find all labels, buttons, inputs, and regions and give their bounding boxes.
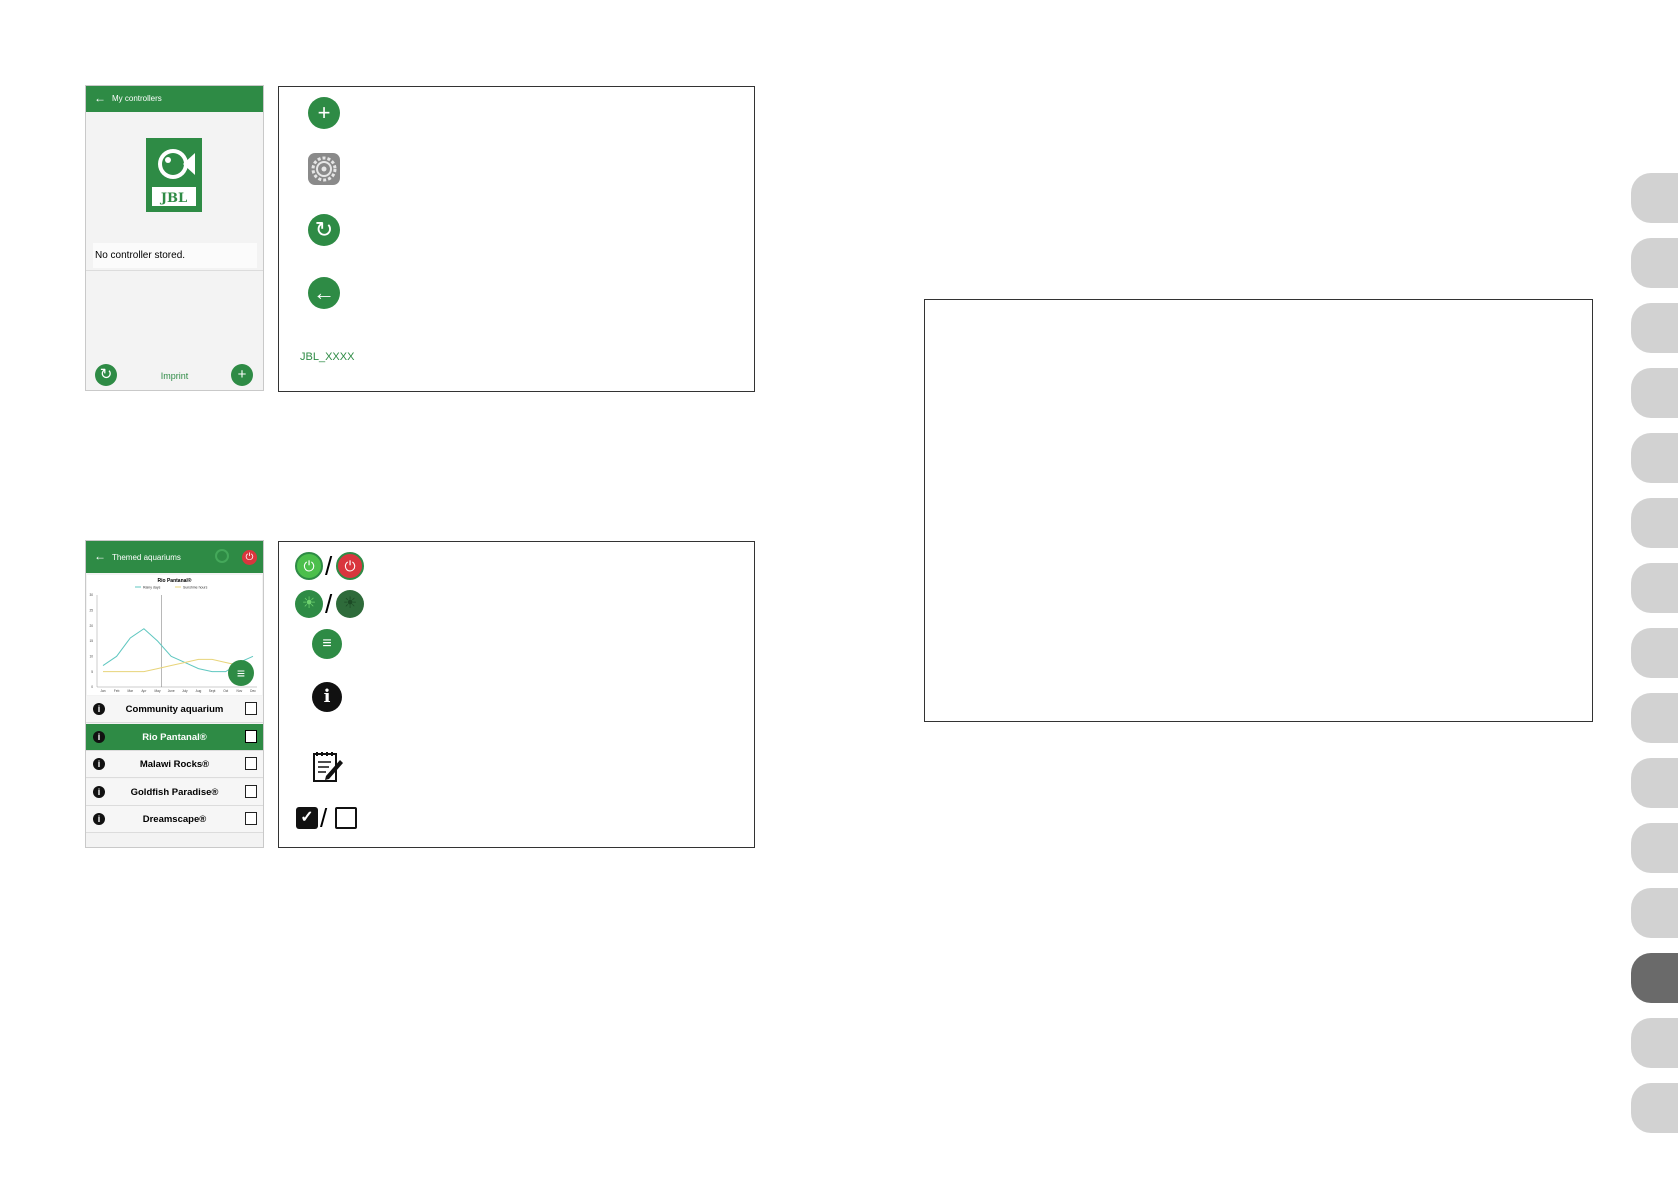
menu-button[interactable]: ≡: [228, 660, 254, 686]
side-tab[interactable]: [1631, 498, 1678, 548]
content-box: [924, 299, 1593, 722]
side-tab[interactable]: [1631, 823, 1678, 873]
info-icon[interactable]: i: [93, 703, 105, 715]
info-icon: i: [312, 682, 342, 712]
plus-icon: +: [308, 97, 340, 129]
jbl-logo: JBL: [146, 138, 202, 212]
app-bar: ← My controllers: [86, 86, 263, 112]
imprint-link[interactable]: Imprint: [160, 371, 189, 381]
list-item-label: Goldfish Paradise®: [130, 786, 219, 798]
my-controllers-screen: ← My controllers JBL No controller store…: [85, 85, 264, 391]
edit-icon[interactable]: [245, 729, 257, 743]
list-item[interactable]: i Rio Pantanal®: [86, 723, 263, 751]
side-tab[interactable]: [1631, 368, 1678, 418]
y-tick-label: 15: [89, 639, 93, 643]
edit-icon[interactable]: [245, 784, 257, 798]
side-tab[interactable]: [1631, 173, 1678, 223]
list-item[interactable]: i Malawi Rocks®: [86, 751, 263, 778]
side-tab[interactable]: [1631, 433, 1678, 483]
side-tab[interactable]: [1631, 693, 1678, 743]
list-item[interactable]: i Community aquarium: [86, 696, 263, 723]
y-tick-label: 0: [91, 685, 93, 689]
sun-on-icon: ☀: [295, 590, 323, 618]
x-tick-label: June: [168, 689, 175, 693]
empty-message: No controller stored.: [93, 243, 257, 268]
screen-title-2: Themed aquariums: [112, 553, 181, 562]
menu-icon: ≡: [312, 629, 342, 659]
list-item-label: Malawi Rocks®: [139, 759, 210, 770]
series-line: [103, 658, 254, 673]
power-on-icon: ⏻: [295, 552, 323, 580]
checkbox-unchecked-icon: [335, 807, 357, 829]
info-icon[interactable]: i: [93, 730, 105, 743]
y-tick-label: 25: [89, 609, 93, 613]
x-tick-label: Nov: [237, 689, 243, 693]
chart-title: Rio Pantanal®: [158, 577, 192, 584]
slash-separator-3: /: [320, 803, 328, 833]
side-tab[interactable]: [1631, 628, 1678, 678]
power-off-icon: ⏻: [336, 552, 364, 580]
settings-gear-icon: [308, 153, 340, 185]
add-controller-button[interactable]: +: [231, 364, 253, 386]
y-tick-label: 5: [91, 670, 93, 674]
info-icon[interactable]: i: [93, 785, 105, 798]
checkbox-checked-icon: ✓: [296, 807, 318, 829]
info-icon[interactable]: i: [93, 813, 105, 825]
list-item-label: Community aquarium: [125, 704, 224, 715]
list-item[interactable]: i Goldfish Paradise®: [86, 778, 263, 806]
sun-icon[interactable]: [215, 549, 229, 563]
y-tick-label: 20: [89, 624, 93, 628]
legend-label: Rainy days: [143, 586, 161, 590]
empty-message-text: No controller stored.: [95, 250, 186, 261]
divider: [86, 270, 263, 271]
side-tab[interactable]: [1631, 758, 1678, 808]
screen-title: My controllers: [112, 94, 162, 103]
y-tick-label: 30: [89, 593, 93, 597]
edit-icon[interactable]: [245, 757, 257, 770]
x-tick-label: May: [155, 689, 161, 693]
refresh-button[interactable]: ↻: [95, 364, 117, 386]
power-icon[interactable]: ⏻: [242, 550, 257, 565]
side-tab[interactable]: [1631, 563, 1678, 613]
list-item[interactable]: i Dreamscape®: [86, 806, 263, 833]
edit-icon[interactable]: [245, 702, 257, 715]
info-icon[interactable]: i: [93, 758, 105, 770]
sun-off-icon: ☀: [336, 590, 364, 618]
x-tick-label: July: [182, 689, 188, 693]
legend-box-2: ⏻ / ⏻ ☀ / ☀ ≡ i ✓ /: [278, 541, 755, 848]
device-name-label: JBL_XXXX: [300, 351, 355, 363]
refresh-icon: ↻: [308, 214, 340, 246]
list-item-label: Dreamscape®: [142, 814, 207, 825]
side-tab[interactable]: [1631, 1018, 1678, 1068]
legend-label: Sunshine hours: [183, 586, 208, 590]
side-tab[interactable]: [1631, 1083, 1678, 1133]
back-arrow-icon: ←: [308, 277, 340, 309]
side-tab[interactable]: [1631, 953, 1678, 1003]
legend-box-1: + ↻ ← JBL_XXXX: [278, 86, 755, 392]
x-tick-label: Jan: [100, 689, 105, 693]
x-tick-label: Apr: [141, 689, 147, 693]
slash-separator-2: /: [325, 589, 333, 619]
slash-separator: /: [325, 551, 333, 581]
x-tick-label: Oct: [223, 689, 228, 693]
app-bar-2: ← Themed aquariums ⏻: [86, 541, 263, 573]
side-tab[interactable]: [1631, 888, 1678, 938]
y-tick-label: 10: [89, 655, 93, 659]
side-tab[interactable]: [1631, 238, 1678, 288]
x-tick-label: Aug: [196, 689, 202, 693]
edit-icon[interactable]: [245, 812, 257, 825]
list-item-label: Rio Pantanal®: [142, 731, 207, 743]
logo-text: JBL: [160, 191, 188, 206]
back-arrow-icon[interactable]: ←: [94, 549, 106, 563]
jbl-fish-logo-icon: [149, 141, 199, 209]
x-tick-label: Dec: [250, 689, 256, 693]
themed-aquariums-screen: ← Themed aquariums ⏻ Rio Pantanal® Rainy …: [85, 540, 264, 848]
back-arrow-icon[interactable]: ←: [94, 91, 106, 105]
x-tick-label: Feb: [114, 689, 120, 693]
edit-icon: [313, 752, 343, 782]
x-tick-label: Mar: [128, 689, 134, 693]
side-tab[interactable]: [1631, 303, 1678, 353]
x-tick-label: Sept: [209, 689, 216, 693]
